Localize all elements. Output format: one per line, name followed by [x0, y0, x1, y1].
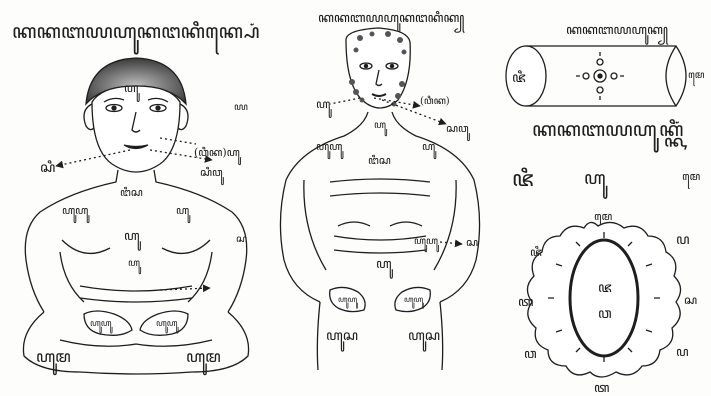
svg-text:ꦲꦸ: ꦲꦸ — [376, 257, 394, 279]
svg-text:ꦩꦺ: ꦩꦺ — [682, 170, 700, 190]
svg-text:ꦥ: ꦥ — [676, 232, 689, 248]
svg-text:ꦪ: ꦪ — [234, 102, 248, 113]
svg-text:ꦮ: ꦮ — [524, 347, 537, 362]
svg-text:ꦲꦸ: ꦲꦸ — [176, 204, 191, 224]
svg-text:ꦱꦮꦸ: ꦱꦮꦸ — [446, 122, 471, 142]
svg-text:ꦠ: ꦠ — [594, 381, 609, 396]
svg-text:(ꦮꦶꦏ)ꦲꦸ: (ꦮꦶꦏ)ꦲꦸ — [194, 146, 242, 166]
svg-text:ꦗ: ꦗ — [598, 280, 612, 296]
svg-text:ꦠ: ꦠ — [518, 295, 533, 310]
svg-text:ꦔꦶꦱ: ꦔꦶꦱ — [120, 186, 143, 199]
svg-text:ꦗꦶ: ꦗꦶ — [512, 70, 526, 86]
seated-figure: ꦏꦏꦧꦪꦲꦸꦏꦔꦏꦶꦏ꧀ꦥꦺꦁ — [12, 19, 259, 376]
svg-text:ꦲꦸ: ꦲꦸ — [316, 97, 332, 118]
svg-text:ꦲꦸꦲꦸ: ꦲꦸꦲꦸ — [316, 140, 344, 160]
cylinder-caption: ꦏꦏꦧꦪꦲꦸꦏ꧀ — [566, 23, 669, 45]
seated-figure-title: ꦏꦏꦧꦪꦲꦸꦏꦔꦏꦶꦏ꧀ꦥꦺꦁ — [12, 19, 259, 55]
svg-text:ꦱꦶ: ꦱꦶ — [40, 160, 55, 176]
svg-text:ꦗꦶ: ꦗꦶ — [512, 167, 534, 192]
svg-text:ꦲꦸ: ꦲꦸ — [584, 168, 607, 199]
svg-text:ꦗꦶ: ꦗꦶ — [530, 245, 542, 259]
svg-text:ꦲꦸꦲꦸ: ꦲꦸꦲꦸ — [62, 204, 90, 224]
svg-text:ꦥ: ꦥ — [676, 345, 689, 360]
mid-glyph-marks: ꦗꦶ ꦲꦸ ꦩꦺ ꦩꦺ — [512, 167, 700, 230]
svg-text:ꦲꦸ: ꦲꦸ — [422, 140, 437, 160]
symbol-diagrams: ꦏꦏꦧꦪꦲꦸꦏ꧀ ꦗꦶ ꦩꦺ ꦏꦏꦧꦪꦲꦸꦏ꧀ꦏꦶꦁ ꦗꦶ ꦲꦸ ꦩꦺ ꦩꦺ — [506, 23, 705, 396]
svg-text:ꦲꦸꦱ: ꦲꦸꦱ — [408, 328, 440, 352]
svg-text:ꦮ: ꦮ — [598, 306, 612, 322]
lotus-diagram: ꦗ ꦮ ꦗꦶ ꦥ ꦠ ꦱ ꦮ ꦥ ꦠ — [518, 222, 697, 396]
svg-text:ꦱ: ꦱ — [684, 293, 697, 307]
svg-text:ꦲꦸ: ꦲꦸ — [128, 258, 142, 275]
standing-figure: ꦏꦏꦧꦪꦲꦸꦏꦔꦏꦶꦏ꧀ — [280, 11, 479, 370]
svg-text:(ꦮꦶꦏ): (ꦮꦶꦏ) — [420, 95, 450, 107]
svg-text:ꦔꦶꦱ: ꦔꦶꦱ — [368, 154, 391, 167]
svg-text:ꦱꦶꦮꦸ: ꦱꦶꦮꦸ — [200, 166, 225, 186]
svg-text:ꦲꦸ: ꦲꦸ — [124, 229, 142, 251]
svg-text:ꦩꦺ: ꦩꦺ — [688, 70, 705, 87]
svg-text:ꦱ: ꦱ — [466, 236, 478, 249]
cylinder-second-caption: ꦏꦏꦧꦪꦲꦸꦏ꧀ꦏꦶꦁ — [532, 117, 687, 153]
cylinder-diagram: ꦗꦶ ꦩꦺ — [506, 46, 705, 106]
svg-text:ꦲꦸꦱ: ꦲꦸꦱ — [326, 328, 358, 352]
svg-text:ꦱ: ꦱ — [236, 234, 247, 245]
svg-text:ꦲꦸ: ꦲꦸ — [374, 120, 388, 137]
